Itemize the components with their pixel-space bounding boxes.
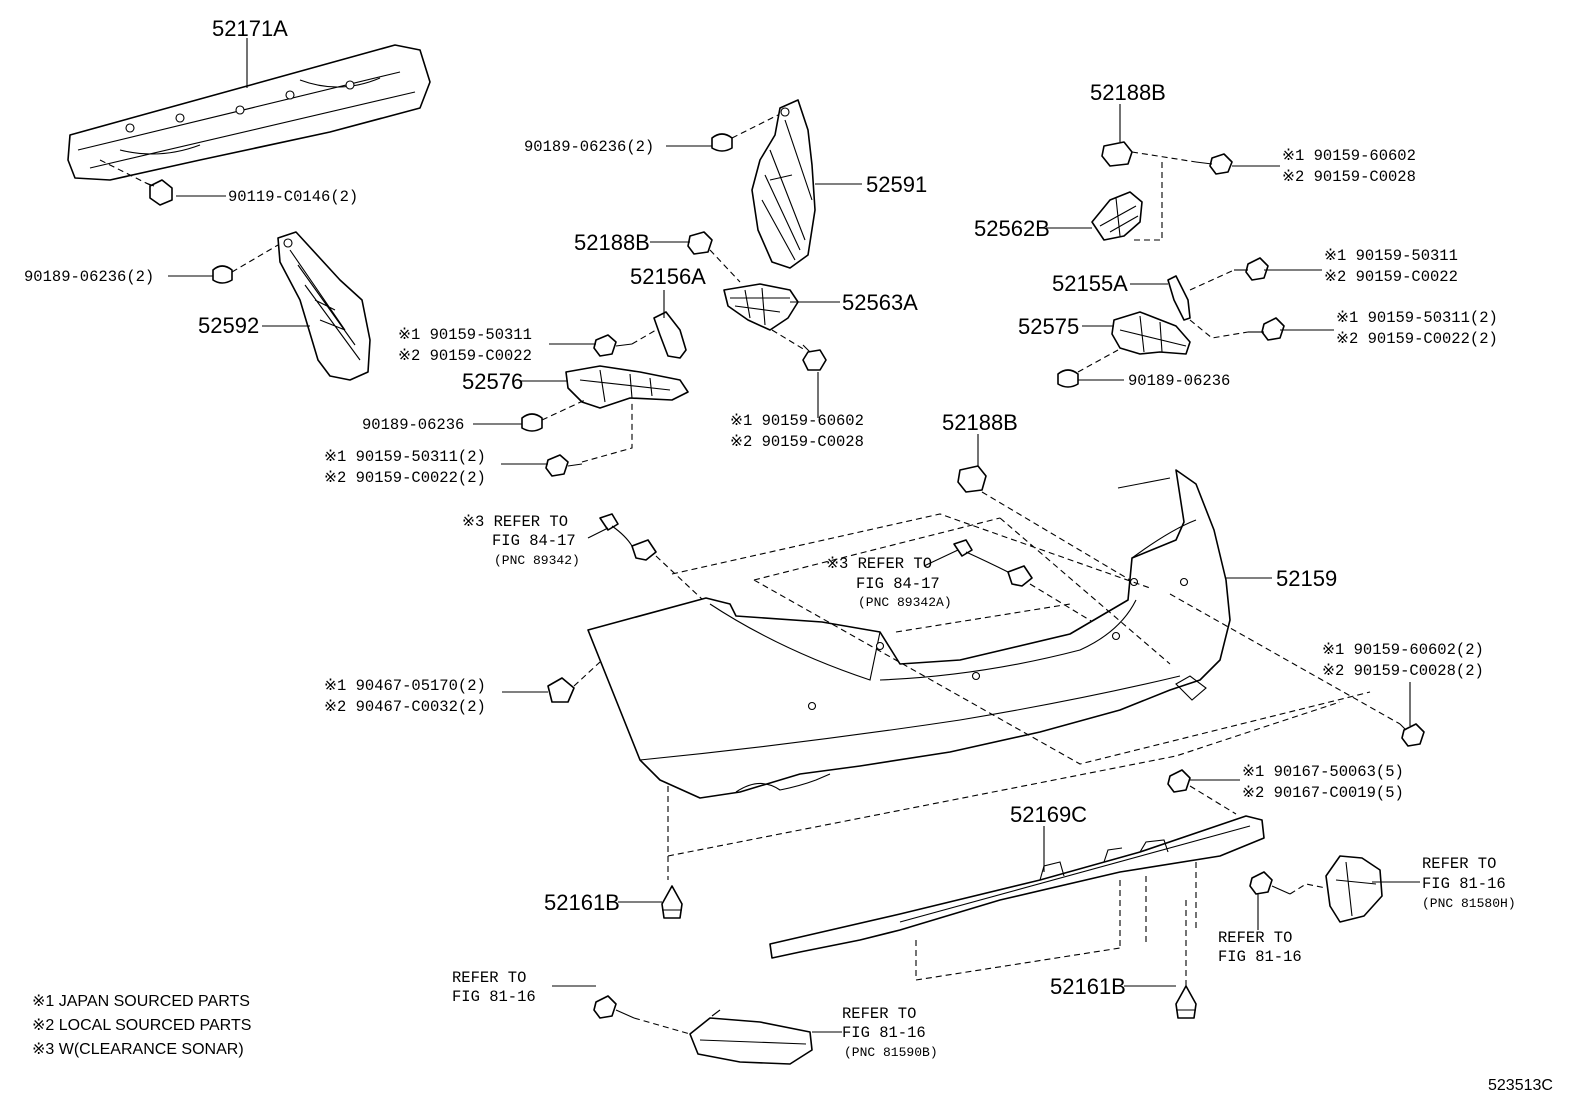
clip-52188b-top-shape <box>1101 141 1133 167</box>
label-52188b-bumper: 52188B <box>942 410 1018 435</box>
screw-mid-b-shape <box>545 454 583 477</box>
label-52169c: 52169C <box>1010 802 1087 827</box>
ref-sonar-left-3: (PNC 89342) <box>494 553 580 568</box>
legend-line-1: ※1 JAPAN SOURCED PARTS <box>32 993 250 1010</box>
ref-screw-bottom-2: FIG 81-16 <box>452 988 536 1006</box>
label-52591: 52591 <box>866 172 927 197</box>
sonar-sensor-center-shape <box>953 539 1033 587</box>
label-mid-a1: ※1 90159-50311 <box>398 326 532 344</box>
reflector-bottom-shape <box>689 1009 813 1065</box>
label-scr-2: ※2 90167-C0019(5) <box>1242 784 1404 802</box>
label-52156a: 52156A <box>630 264 706 289</box>
diffuser-52169c-shape <box>769 815 1265 959</box>
label-52161b-right: 52161B <box>1050 974 1126 999</box>
leader-lines <box>168 38 1420 1033</box>
label-52188b-center: 52188B <box>574 230 650 255</box>
ref-sonar-center-1: ※3 REFER TO <box>826 555 932 573</box>
ref-sonar-left-2: FIG 84-17 <box>492 532 576 550</box>
label-mid-a2: ※2 90159-C0022 <box>398 347 532 365</box>
clip-52161b-left-shape <box>661 885 683 919</box>
ref-lamp-bottom-2: FIG 81-16 <box>842 1024 926 1042</box>
screw-right-ref-shape <box>1249 871 1291 895</box>
ref-lamp-right-1: REFER TO <box>1422 855 1496 873</box>
bolt-90119-shape <box>145 179 173 206</box>
label-90189-right: 90189-06236 <box>1128 372 1230 390</box>
screw-right-a-shape <box>1234 257 1269 281</box>
clip-52161b-right-shape <box>1175 985 1197 1019</box>
reflector-right-shape <box>1325 855 1383 923</box>
label-r-a2: ※2 90159-C0022 <box>1324 268 1458 286</box>
ref-screw-right-1: REFER TO <box>1218 929 1292 947</box>
retainer-52156a-shape <box>653 311 687 359</box>
label-52188b-top: 52188B <box>1090 80 1166 105</box>
nut-90189-left-shape <box>212 265 233 284</box>
clip-52188b-center-shape <box>687 231 713 255</box>
label-52161b-left: 52161B <box>544 890 620 915</box>
clip-52188b-bumper-shape <box>957 465 987 493</box>
label-52592: 52592 <box>198 313 259 338</box>
bolt-right-bottom-shape <box>1399 723 1425 747</box>
label-52562b: 52562B <box>974 216 1050 241</box>
label-r-a1: ※1 90159-50311 <box>1324 247 1458 265</box>
ref-sonar-left-1: ※3 REFER TO <box>462 513 568 531</box>
label-r-b1: ※1 90159-50311(2) <box>1336 309 1498 327</box>
ref-lamp-right-3: (PNC 81580H) <box>1422 896 1516 911</box>
ref-screw-bottom-1: REFER TO <box>452 969 526 987</box>
label-mid-b1: ※1 90159-50311(2) <box>324 448 486 466</box>
label-tr-2: ※2 90159-C0028 <box>1282 168 1416 186</box>
bracket-52562b-shape <box>1091 191 1143 241</box>
retainer-52155a-shape <box>1167 275 1191 321</box>
ref-screw-right-2: FIG 81-16 <box>1218 948 1302 966</box>
label-clip-1: ※1 90467-05170(2) <box>324 677 486 695</box>
label-clip-2: ※2 90467-C0032(2) <box>324 698 486 716</box>
retainer-52575-shape <box>1111 311 1191 355</box>
ref-lamp-bottom-3: (PNC 81590B) <box>844 1045 938 1060</box>
ref-lamp-bottom-1: REFER TO <box>842 1005 916 1023</box>
screw-bottom-ref-shape <box>593 995 635 1019</box>
label-rb-2: ※2 90159-C0028(2) <box>1322 662 1484 680</box>
screw-mid-a-shape <box>593 334 633 357</box>
bracket-52591-shape <box>751 99 816 269</box>
sonar-sensor-left-shape <box>599 513 657 561</box>
label-90189-top: 90189-06236(2) <box>524 138 654 156</box>
label-scr-1: ※1 90167-50063(5) <box>1242 763 1404 781</box>
ref-sonar-center-3: (PNC 89342A) <box>858 595 952 610</box>
label-52155a: 52155A <box>1052 271 1128 296</box>
label-52563a: 52563A <box>842 290 918 315</box>
clip-90467-shape <box>547 677 575 703</box>
screw-90167-shape <box>1167 769 1191 793</box>
nut-90189-top-shape <box>711 133 733 152</box>
ref-lamp-right-2: FIG 81-16 <box>1422 875 1506 893</box>
ref-sonar-center-2: FIG 84-17 <box>856 575 940 593</box>
label-52171a: 52171A <box>212 16 288 41</box>
label-52159: 52159 <box>1276 566 1337 591</box>
bolt-center-shape <box>802 344 827 371</box>
nut-90189-right-shape <box>1057 369 1079 388</box>
label-mid-b2: ※2 90159-C0022(2) <box>324 469 486 487</box>
diagram-code: 523513C <box>1488 1077 1553 1094</box>
screw-right-b-shape <box>1248 317 1285 341</box>
label-90119: 90119-C0146(2) <box>228 188 358 206</box>
label-tr-1: ※1 90159-60602 <box>1282 147 1416 165</box>
legend-line-3: ※3 W(CLEARANCE SONAR) <box>32 1041 244 1058</box>
retainer-52576-shape <box>565 365 689 409</box>
bolt-top-right-shape <box>1195 153 1233 175</box>
bracket-52592-shape <box>277 231 371 381</box>
nut-90189-mid-shape <box>521 413 543 432</box>
reinforcement-52171a-shape <box>67 44 431 181</box>
legend-line-2: ※2 LOCAL SOURCED PARTS <box>32 1017 251 1034</box>
label-ctr-2: ※2 90159-C0028 <box>730 433 864 451</box>
bumper-cover-52159-shape <box>587 469 1231 799</box>
label-rb-1: ※1 90159-60602(2) <box>1322 641 1484 659</box>
bracket-52563a-shape <box>723 283 799 331</box>
label-90189-left: 90189-06236(2) <box>24 268 154 286</box>
label-r-b2: ※2 90159-C0022(2) <box>1336 330 1498 348</box>
label-52576: 52576 <box>462 369 523 394</box>
label-ctr-1: ※1 90159-60602 <box>730 412 864 430</box>
label-52575: 52575 <box>1018 314 1079 339</box>
label-90189-mid: 90189-06236 <box>362 416 464 434</box>
